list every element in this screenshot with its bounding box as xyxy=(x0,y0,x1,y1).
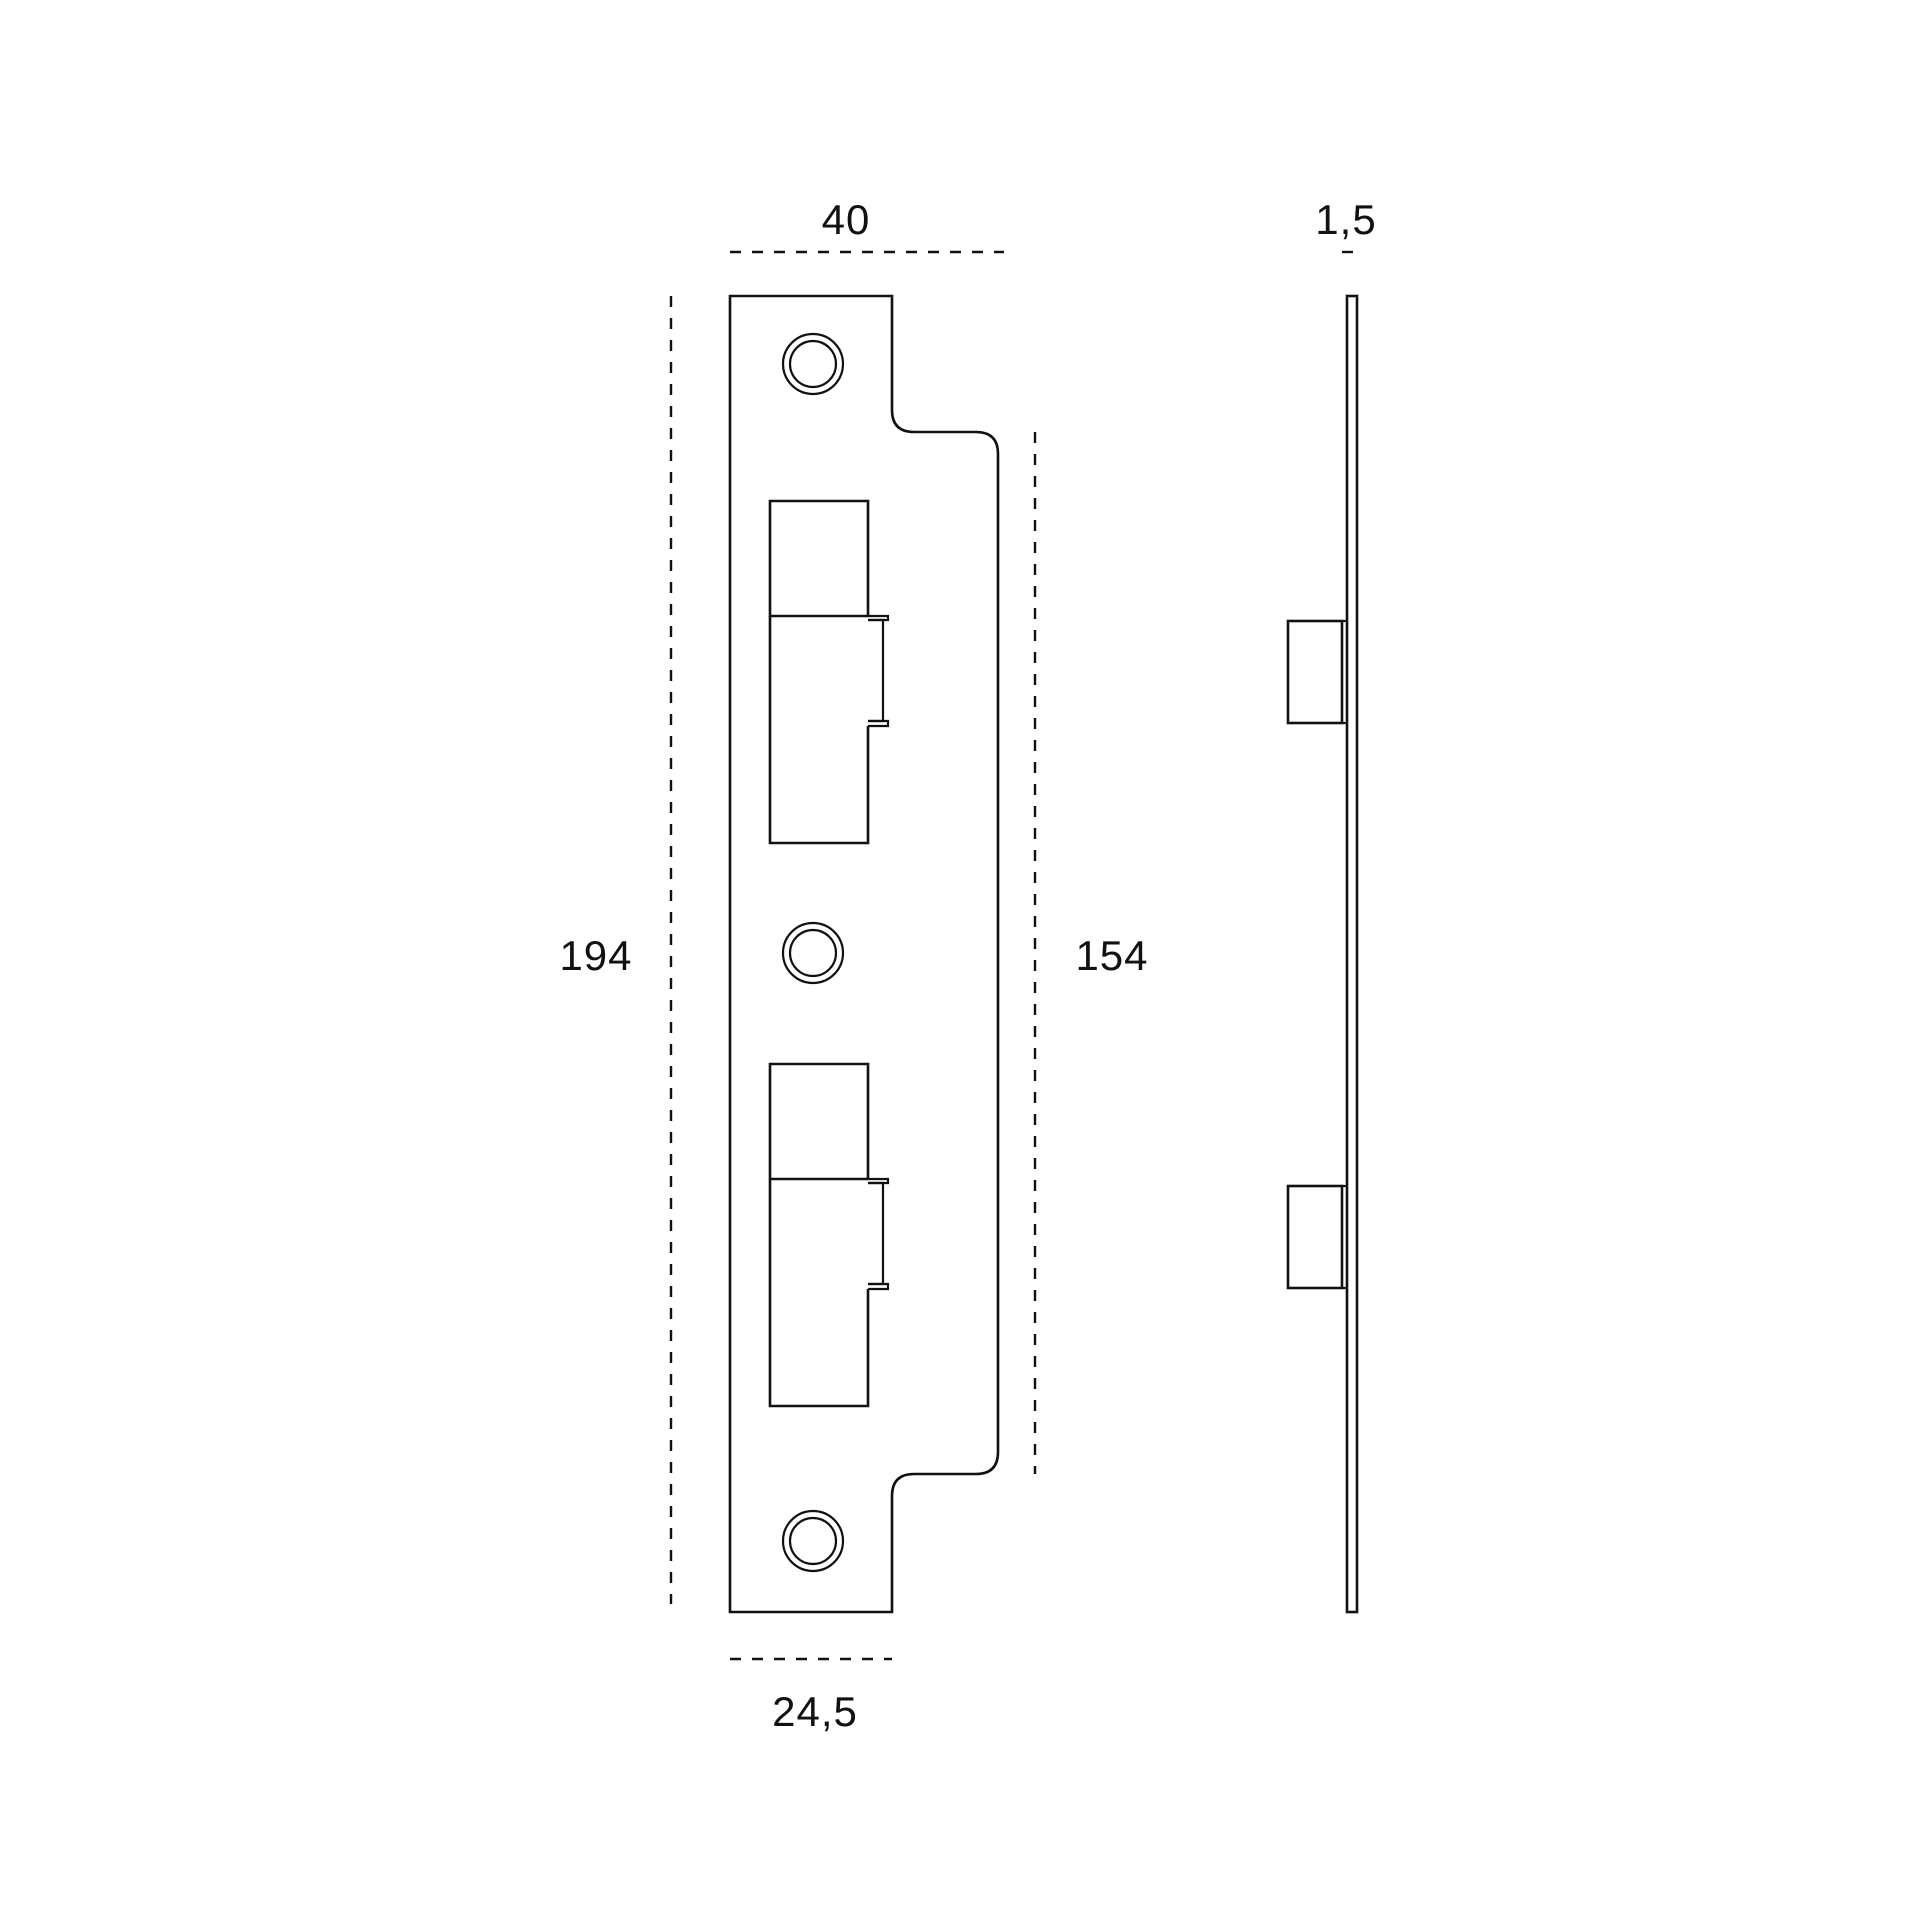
dimension-label-height: 194 xyxy=(559,932,632,979)
side-view xyxy=(1286,294,1359,1614)
front-view xyxy=(728,294,1000,1614)
plate-edge xyxy=(1345,294,1359,1614)
screw-hole-top xyxy=(781,332,845,396)
dimension-label-inner-height: 154 xyxy=(1075,932,1148,979)
dimension-label-bottom-width: 24,5 xyxy=(772,1688,858,1735)
dimension-label-width: 40 xyxy=(822,196,871,243)
side-latch-tab-lower xyxy=(1286,1184,1347,1290)
side-latch-tab-upper xyxy=(1286,619,1347,725)
latch-cutout-lower xyxy=(768,1062,890,1408)
screw-hole-middle xyxy=(781,921,845,985)
latch-cutout-upper xyxy=(768,499,890,845)
dimension-label-thickness: 1,5 xyxy=(1315,196,1376,243)
screw-hole-bottom xyxy=(781,1509,845,1573)
plate-outline xyxy=(728,294,1000,1614)
